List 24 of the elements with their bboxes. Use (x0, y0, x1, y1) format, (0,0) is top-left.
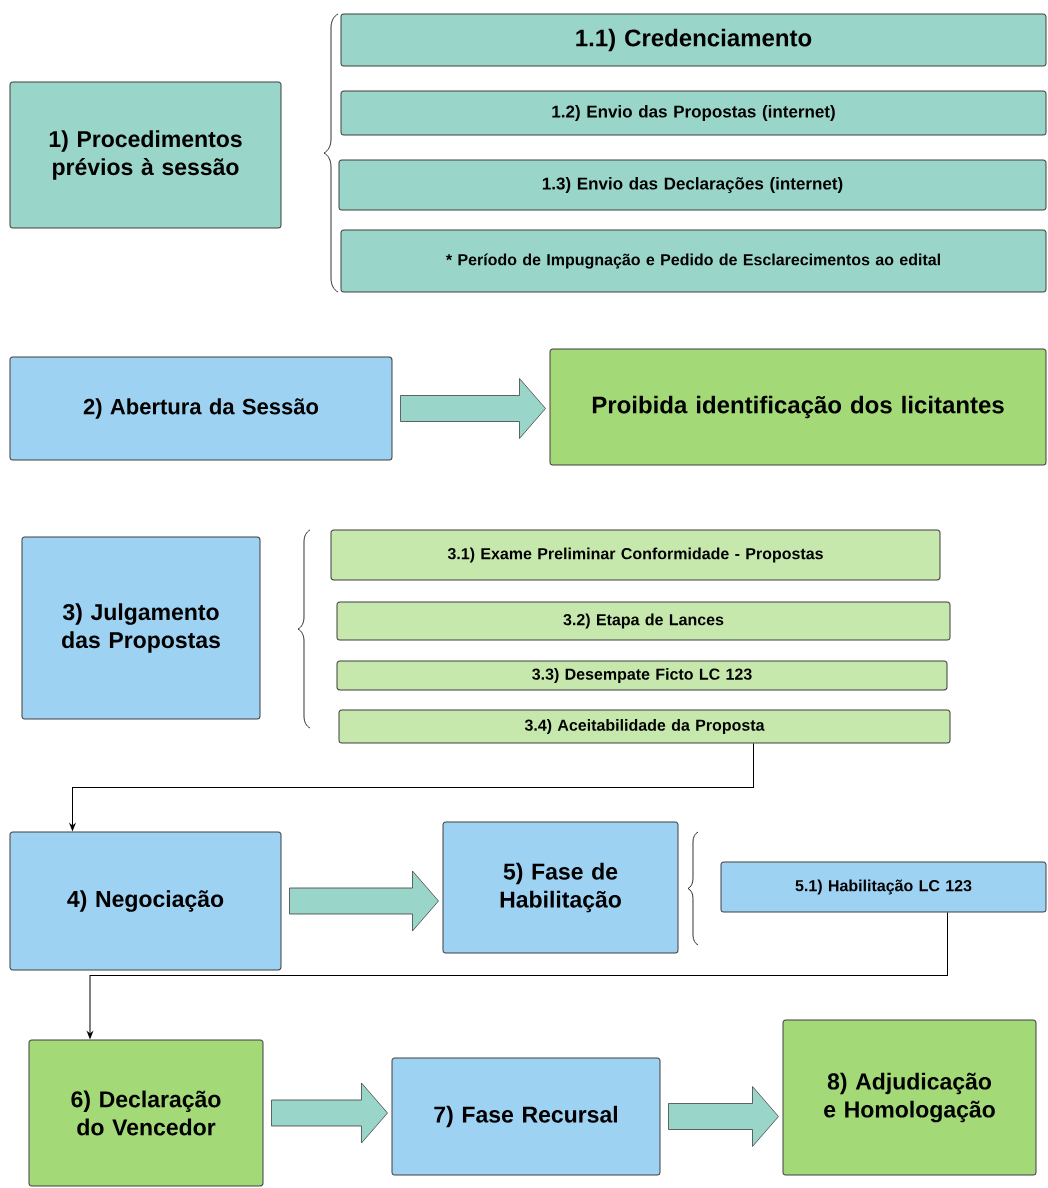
process-box: * Período de Impugnação e Pedido de Esclarecimentos ao edital (340, 229, 1047, 293)
process-box: 3.2) Etapa de Lances (336, 601, 951, 641)
process-box: 3.1) Exame Preliminar Conformidade - Propostas (330, 529, 941, 581)
process-box: 7) Fase Recursal (391, 1057, 661, 1176)
process-box: 1.3) Envio das Declarações (internet) (338, 159, 1047, 211)
process-box: 3.4) Aceitabilidade da Proposta (338, 709, 951, 744)
arrow (69, 743, 754, 831)
process-box: 1.1) Credenciamento (340, 13, 1047, 67)
process-box: 8) Adjudicação e Homologação (782, 1019, 1037, 1176)
arrow (87, 912, 948, 1039)
block-arrow (289, 870, 439, 932)
process-box: 3.3) Desempate Ficto LC 123 (336, 660, 948, 691)
process-box: 5.1) Habilitação LC 123 (720, 861, 1047, 913)
process-box: 6) Declaração do Vencedor (28, 1039, 264, 1187)
process-box: 2) Abertura da Sessão (9, 356, 393, 461)
process-box: 1) Procedimentos prévios à sessão (9, 81, 282, 229)
process-box: 1.2) Envio das Propostas (internet) (340, 90, 1047, 136)
process-box: 3) Julgamento das Propostas (21, 536, 261, 720)
block-arrow (271, 1082, 388, 1144)
process-box: 5) Fase de Habilitação (442, 821, 679, 954)
process-box: Proibida identificação dos licitantes (549, 348, 1047, 466)
block-arrow (668, 1086, 779, 1147)
process-box: 4) Negociação (9, 831, 282, 971)
block-arrow (400, 378, 546, 439)
